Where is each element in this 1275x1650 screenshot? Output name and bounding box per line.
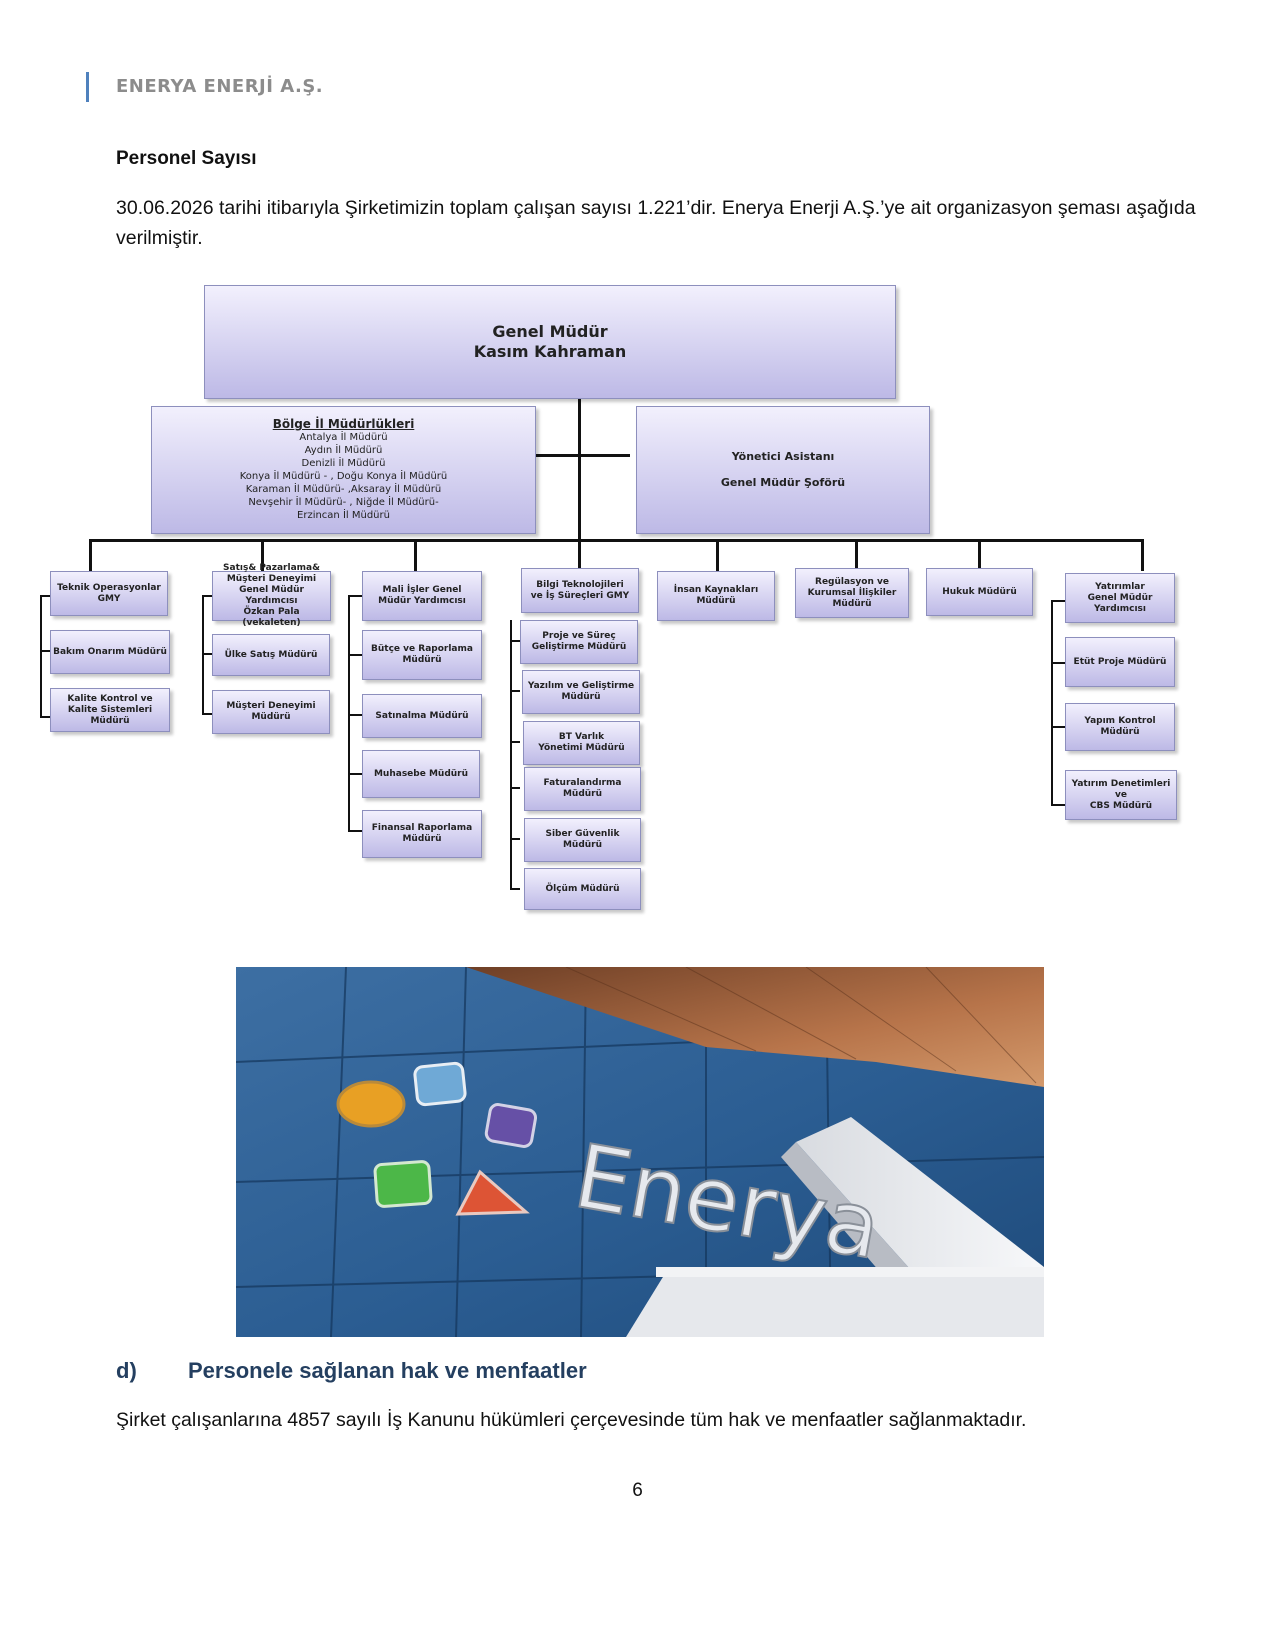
connector-line: [348, 830, 362, 832]
connector-line: [348, 595, 362, 597]
connector-line: [510, 620, 512, 890]
org-box-sub-unit: BT Varlık Yönetimi Müdürü: [523, 721, 640, 765]
org-box-column-head: Mali İşler Genel Müdür Yardımcısı: [362, 571, 482, 621]
connector-line: [978, 539, 981, 571]
connector-line: [1051, 804, 1065, 806]
org-box-sub-unit: Bakım Onarım Müdürü: [50, 630, 170, 674]
assistant-line: Yönetici Asistanı: [731, 450, 835, 463]
org-box-column-head: Satış& Pazarlama& Müşteri Deneyimi Genel…: [212, 563, 331, 628]
org-box-sub-unit: Muhasebe Müdürü: [362, 750, 480, 798]
connector-line: [510, 741, 520, 743]
connector-line: [855, 539, 858, 571]
org-box-sub-unit: Faturalandırma Müdürü: [524, 767, 641, 811]
connector-line: [716, 539, 719, 571]
org-box-sub-unit: Yazılım ve Geliştirme Müdürü: [522, 670, 640, 714]
enerya-building-photo: Enerya: [236, 967, 1044, 1337]
logo-orange-shape: [336, 1080, 406, 1128]
header-company-name: ENERYA ENERJİ A.Ş.: [116, 76, 324, 97]
regional-line: Karaman İl Müdürü- ,Aksaray İl Müdürü: [245, 484, 442, 495]
connector-line: [261, 539, 264, 571]
connector-line: [89, 539, 1144, 542]
org-box-sub-unit: Müşteri Deneyimi Müdürü: [212, 690, 330, 734]
connector-line: [202, 595, 212, 597]
connector-line: [348, 773, 362, 775]
connector-line: [510, 640, 520, 642]
section-paragraph: 30.06.2026 tarihi itibarıyla Şirketimizi…: [116, 197, 1196, 249]
connector-line: [510, 888, 520, 890]
section-title: Personel Sayısı: [116, 148, 257, 169]
section-d-title: Personele sağlanan hak ve menfaatler: [188, 1358, 587, 1383]
connector-line: [348, 595, 350, 832]
regional-line: Aydın İl Müdürü: [304, 445, 383, 456]
regional-title: Bölge İl Müdürlükleri: [272, 417, 415, 431]
connector-line: [1051, 600, 1053, 806]
regional-line: Erzincan İl Müdürü: [297, 510, 390, 521]
org-box-column-head: Bilgi Teknolojileri ve İş Süreçleri GMY: [521, 568, 639, 613]
org-box-sub-unit: Satınalma Müdürü: [362, 694, 482, 738]
connector-line: [40, 595, 42, 718]
regional-line: Nevşehir İl Müdürü- , Niğde İl Müdürü-: [248, 497, 439, 508]
connector-line: [1051, 600, 1065, 602]
org-box-sub-unit: Bütçe ve Raporlama Müdürü: [362, 630, 482, 680]
org-chart: Genel Müdür Kasım Kahraman Bölge İl Müdü…: [40, 280, 1240, 960]
org-box-column-head: Regülasyon ve Kurumsal İlişkiler Müdürü: [795, 568, 909, 618]
connector-line: [40, 595, 50, 597]
logo-lightblue-shape: [413, 1061, 467, 1107]
connector-line: [348, 714, 362, 716]
logo-red-shape: [455, 1169, 530, 1216]
org-box-sub-unit: Siber Güvenlik Müdürü: [524, 818, 641, 862]
regional-line: Denizli İl Müdürü: [301, 458, 386, 469]
org-box-sub-unit: Yapım Kontrol Müdürü: [1065, 703, 1175, 751]
page-number: 6: [632, 1480, 643, 1501]
connector-line: [578, 390, 581, 545]
org-box-column-head: İnsan Kaynakları Müdürü: [657, 571, 775, 621]
section-d-paragraph: Şirket çalışanlarına 4857 sayılı İş Kanu…: [116, 1409, 1027, 1431]
connector-line: [510, 690, 520, 692]
connector-line: [578, 539, 581, 571]
org-box-sub-unit: Proje ve Süreç Geliştirme Müdürü: [520, 620, 638, 664]
connector-line: [348, 654, 362, 656]
org-box-sub-unit: Ölçüm Müdürü: [524, 868, 641, 910]
logo-purple-shape: [484, 1103, 538, 1148]
org-box-sub-unit: Yatırım Denetimleri ve CBS Müdürü: [1065, 770, 1177, 820]
connector-line: [202, 595, 204, 715]
org-box-sub-unit: Ülke Satış Müdürü: [212, 634, 330, 676]
org-box-column-head: Teknik Operasyonlar GMY: [50, 571, 168, 616]
connector-line: [534, 454, 630, 457]
org-box-column-head: Hukuk Müdürü: [926, 568, 1033, 616]
org-box-assistant: Yönetici Asistanı Genel Müdür Şoförü: [636, 406, 930, 534]
connector-line: [40, 716, 50, 718]
org-box-sub-unit: Kalite Kontrol ve Kalite Sistemleri Müdü…: [50, 688, 170, 732]
connector-line: [510, 838, 520, 840]
org-box-general-manager: Genel Müdür Kasım Kahraman: [204, 285, 896, 399]
org-box-sub-unit: Etüt Proje Müdürü: [1065, 637, 1175, 687]
connector-line: [414, 539, 417, 571]
connector-line: [1051, 662, 1065, 664]
connector-line: [40, 650, 50, 652]
regional-line: Konya İl Müdürü - , Doğu Konya İl Müdürü: [239, 471, 448, 482]
regional-line: Antalya İl Müdürü: [299, 432, 388, 443]
connector-line: [1051, 726, 1065, 728]
header-accent-bar: [86, 72, 89, 102]
org-box-sub-unit: Finansal Raporlama Müdürü: [362, 810, 482, 858]
section-d-letter: d): [116, 1358, 137, 1383]
connector-line: [202, 713, 212, 715]
org-box-regional-directorates: Bölge İl Müdürlükleri Antalya İl Müdürü …: [151, 406, 536, 534]
connector-line: [202, 653, 212, 655]
connector-line: [510, 787, 520, 789]
connector-line: [1141, 539, 1144, 571]
logo-green-shape: [373, 1160, 433, 1208]
connector-line: [89, 539, 92, 571]
org-box-column-head: Yatırımlar Genel Müdür Yardımcısı: [1065, 573, 1175, 623]
assistant-line: Genel Müdür Şoförü: [720, 476, 846, 489]
